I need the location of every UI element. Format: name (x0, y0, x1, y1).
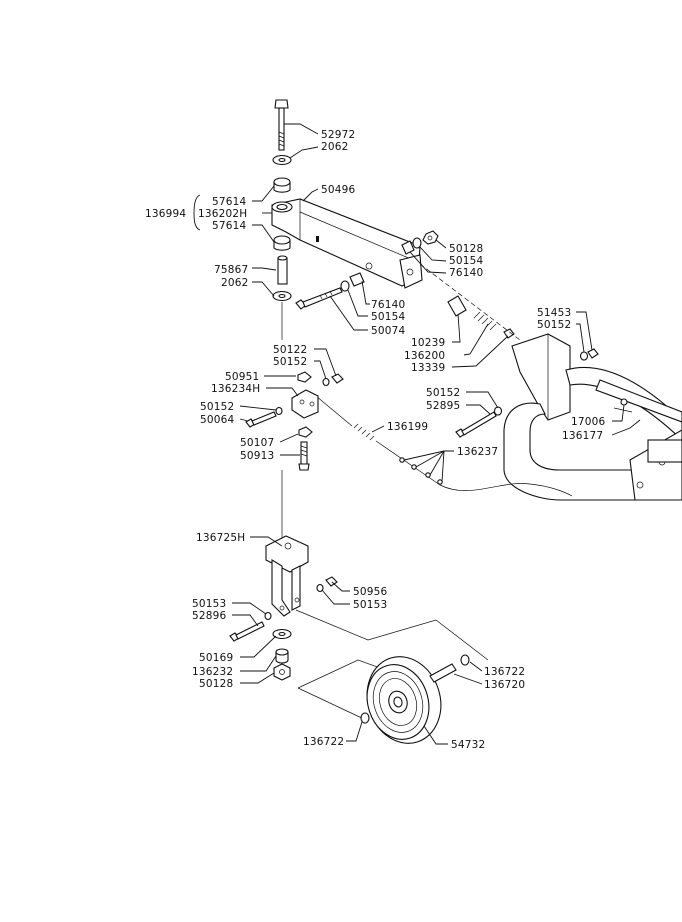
callout-136722-right: 136722 (484, 666, 525, 678)
leader-lines (193, 123, 641, 745)
callout-76140-top: 76140 (449, 267, 483, 279)
callout-50152-52895: 50152 (426, 387, 460, 399)
callout-50496: 50496 (321, 184, 356, 196)
callout-50107: 50107 (240, 437, 274, 449)
nut-50122 (331, 373, 344, 384)
callout-50153-right: 50153 (353, 599, 387, 611)
callout-50074: 50074 (371, 325, 406, 337)
bolt-52895 (455, 411, 497, 438)
callout-136202H: 136202H (198, 208, 247, 220)
washer-50153-left (264, 611, 272, 621)
spring-136200 (473, 311, 497, 331)
spacer-76140-bottom (349, 272, 365, 287)
washer-50169 (272, 628, 292, 640)
callout-52896: 52896 (192, 610, 227, 622)
nut-50951 (297, 371, 312, 383)
callout-76140-bottom: 76140 (371, 299, 405, 311)
callout-75867: 75867 (214, 264, 248, 276)
callout-50152-frame: 50152 (537, 319, 571, 331)
nut-50128-top (422, 230, 439, 245)
bolt-52896 (229, 621, 265, 642)
spacer-136232 (275, 648, 289, 664)
caster-bracket-136725H (265, 535, 309, 617)
washer-2062-bottom (272, 290, 292, 302)
callout-136725H: 136725H (196, 532, 245, 544)
callout-13339: 13339 (411, 362, 445, 374)
callout-50152-50122: 50152 (273, 356, 307, 368)
bracket-136234H (291, 389, 319, 419)
wheel-54732 (366, 656, 442, 744)
callout-2062-bottom: 2062 (221, 277, 249, 289)
callout-50122: 50122 (273, 344, 307, 356)
callout-136237: 136237 (457, 446, 498, 458)
callout-136722-left: 136722 (303, 736, 344, 748)
arm-136202H (271, 198, 423, 289)
nut-50107 (298, 426, 313, 438)
callout-57614-top: 57614 (212, 196, 247, 208)
bolt-50064 (245, 411, 277, 428)
nut-13339 (503, 328, 515, 339)
washer-50152-frame (579, 351, 589, 361)
callout-2062-top: 2062 (321, 141, 349, 153)
callout-136232: 136232 (192, 666, 233, 678)
spacer-76140-top (401, 240, 415, 255)
callout-52895: 52895 (426, 400, 460, 412)
washer-50152-bracket (275, 406, 283, 416)
washer-50153-right (316, 583, 324, 593)
mower-frame (503, 333, 682, 501)
bearing-136722-left (360, 712, 370, 724)
top-bolt-52972 (274, 99, 289, 151)
callout-57614-bottom: 57614 (212, 220, 247, 232)
callout-50128-bottom: 50128 (199, 678, 233, 690)
callout-10239: 10239 (411, 337, 445, 349)
bearing-136722-right (460, 654, 470, 666)
rod-136199 (315, 395, 573, 497)
callout-136200: 136200 (404, 350, 445, 362)
spacer-75867 (277, 255, 288, 285)
nut-50128-bottom (273, 663, 291, 681)
bushing-57614-bottom (273, 235, 291, 251)
pin-17006 (620, 398, 628, 406)
callout-50128-top: 50128 (449, 243, 483, 255)
washer-50154-top (412, 237, 422, 249)
bolt-50074 (295, 287, 343, 310)
callout-136199: 136199 (387, 421, 428, 433)
washer-50154-bottom (340, 280, 350, 292)
callout-54732: 54732 (451, 739, 485, 751)
spacer-10239 (447, 295, 467, 317)
callout-50951: 50951 (225, 371, 259, 383)
callout-50152-bracket: 50152 (200, 401, 234, 413)
axle-136720 (429, 663, 457, 683)
nut-51453 (587, 348, 599, 359)
washer-2062-top (272, 154, 292, 166)
bushing-57614-top (273, 177, 291, 193)
callout-labels: 52972 2062 57614 50496 136994 136202H 57… (145, 129, 606, 751)
callout-136177: 136177 (562, 430, 603, 442)
callout-136234H: 136234H (211, 383, 260, 395)
washer-50152-52895 (493, 406, 503, 416)
bolt-50913 (298, 441, 310, 471)
callout-136994: 136994 (145, 208, 186, 220)
callout-50064: 50064 (200, 414, 235, 426)
callout-17006: 17006 (571, 416, 606, 428)
callout-136720: 136720 (484, 679, 525, 691)
callout-50913: 50913 (240, 450, 274, 462)
washer-50152-50122 (322, 377, 330, 387)
callout-50956: 50956 (353, 586, 388, 598)
callout-50154-top: 50154 (449, 255, 484, 267)
callout-50154-bottom: 50154 (371, 311, 406, 323)
callout-50153-left: 50153 (192, 598, 226, 610)
callout-51453: 51453 (537, 307, 571, 319)
callout-50169: 50169 (199, 652, 233, 664)
callout-52972: 52972 (321, 129, 355, 141)
